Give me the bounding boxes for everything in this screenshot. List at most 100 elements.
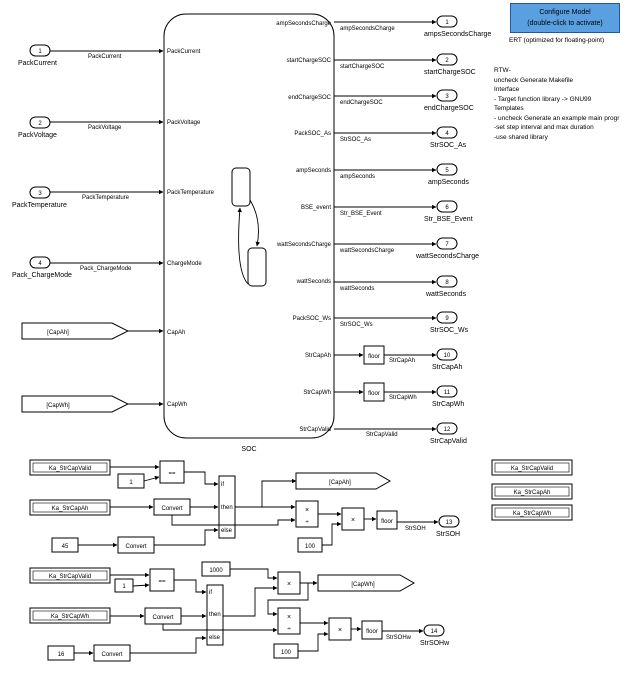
outport-block[interactable] [436, 200, 458, 213]
inport-block[interactable] [29, 44, 51, 57]
outport-8: wattSeconds wattSeconds 8 wattSeconds [296, 275, 467, 298]
outport-block[interactable] [436, 126, 458, 139]
floor-block[interactable] [376, 510, 398, 530]
outport-name: StrSOC_As [430, 142, 467, 149]
from-block[interactable] [29, 459, 111, 476]
inport-4: 4 Pack_ChargeMode Pack_ChargeMode Charge… [12, 256, 202, 279]
chart-port-label: CapWh [167, 402, 187, 408]
signal-label: StrSOHw [386, 635, 412, 641]
soc-chart-block[interactable] [163, 13, 335, 439]
signal-label: StrCapWh [389, 395, 417, 401]
svg-text:45: 45 [62, 544, 69, 550]
outport-name: endChargeSOC [424, 105, 474, 112]
outport-4: PackSOC_As StrSOC_As 4 StrSOC_As [294, 126, 467, 149]
svg-text:Ka_StrCapValid: Ka_StrCapValid [49, 574, 91, 580]
inport-1: 1 PackCurrent PackCurrent PackCurrent [18, 44, 201, 67]
svg-text:Convert: Convert [161, 506, 182, 512]
chart-port-label: PackTemperature [167, 190, 215, 196]
outport-block[interactable] [436, 348, 458, 361]
outport-block[interactable] [436, 311, 458, 324]
outport-name: StrSOC_Ws [430, 327, 469, 334]
note-line: -set step interval and max duration [494, 124, 594, 131]
svg-text:×: × [351, 517, 355, 524]
signal-label: PackTemperature [82, 195, 130, 201]
chart-port-label: startChargeSOC [287, 58, 332, 64]
outport-block[interactable] [423, 624, 445, 637]
svg-text:Ka_StrCapWh: Ka_StrCapWh [51, 614, 89, 620]
goto-ka-strcapah: Ka_StrCapAh [491, 483, 573, 500]
outport-name: StrCapValid [430, 438, 467, 445]
goto-capah-block[interactable] [295, 472, 392, 490]
from-block[interactable] [29, 607, 111, 624]
svg-text:÷: ÷ [287, 626, 291, 633]
configure-model-button[interactable]: Configure Model (double-click to activat… [510, 3, 620, 33]
outport-10: StrCapAh floor StrCapAh 10 StrCapAh [305, 345, 462, 371]
signal-label: startChargeSOC [340, 64, 385, 70]
svg-text:[CapWh]: [CapWh] [351, 582, 375, 588]
outport-block[interactable] [436, 237, 458, 250]
constant-block[interactable] [114, 578, 134, 593]
from-block[interactable] [29, 499, 111, 516]
svg-text:10: 10 [444, 353, 451, 359]
svg-text:[CapWh]: [CapWh] [46, 403, 70, 409]
floor-block[interactable] [361, 620, 383, 640]
outport-block[interactable] [436, 163, 458, 176]
outport-name: Str_BSE_Event [424, 216, 473, 223]
outport-block[interactable] [436, 15, 458, 28]
inport-block[interactable] [29, 256, 51, 269]
chart-port-label: ampSeconds [296, 168, 331, 174]
svg-text:then: then [209, 612, 221, 618]
goto-capwh-block[interactable] [317, 574, 416, 592]
svg-text:Ka_StrCapValid: Ka_StrCapValid [511, 466, 553, 472]
svg-text:7: 7 [445, 242, 449, 248]
svg-text:4: 4 [38, 261, 42, 267]
outport-block[interactable] [436, 385, 458, 398]
outport-block[interactable] [436, 422, 458, 435]
svg-text:Ka_StrCapValid: Ka_StrCapValid [49, 466, 91, 472]
chart-port-label: ampSecondsCharge [276, 21, 331, 27]
from-block[interactable] [29, 567, 111, 584]
svg-text:3: 3 [38, 191, 42, 197]
inport-block[interactable] [29, 116, 51, 129]
svg-text:Ka_StrCapAh: Ka_StrCapAh [52, 506, 89, 512]
note-line: Interface [494, 86, 520, 93]
from-capah: [CapAh] CapAh [21, 322, 185, 340]
svg-text:floor: floor [368, 354, 380, 360]
svg-text:==: == [158, 579, 166, 585]
goto-ka-strcapwh: Ka_StrCapWh [491, 504, 573, 521]
stateflow-chart-icon [231, 167, 267, 287]
svg-text:×: × [287, 614, 291, 621]
svg-text:if: if [221, 482, 224, 488]
from-block[interactable] [21, 395, 130, 413]
outport-name: StrCapAh [432, 364, 462, 371]
svg-text:if: if [209, 590, 212, 596]
note-line: -use shared library [494, 133, 548, 141]
goto-block[interactable] [491, 483, 573, 500]
from-block[interactable] [21, 322, 130, 340]
svg-text:1: 1 [129, 480, 133, 486]
svg-text:1: 1 [38, 49, 42, 55]
signal-label: PackVoltage [88, 125, 122, 131]
outport-block[interactable] [436, 89, 458, 102]
chart-port-label: PackVoltage [167, 120, 201, 126]
outport-block[interactable] [436, 275, 458, 288]
inport-block[interactable] [29, 186, 51, 199]
signal-label: PackCurrent [88, 54, 122, 60]
signal-label: StrCapValid [366, 432, 398, 438]
outport-name: startChargeSOC [424, 69, 476, 76]
svg-text:2: 2 [38, 121, 42, 127]
outport-block[interactable] [438, 515, 460, 528]
svg-text:16: 16 [58, 652, 65, 658]
note-line: RTW- [494, 67, 511, 74]
inport-name: PackVoltage [18, 132, 57, 139]
svg-text:3: 3 [445, 94, 449, 100]
signal-label: StrCapAh [389, 358, 415, 364]
outport-block[interactable] [436, 53, 458, 66]
goto-block[interactable] [491, 459, 573, 476]
goto-block[interactable] [491, 504, 573, 521]
divide-block[interactable] [277, 607, 301, 635]
svg-text:Ka_StrCapWh: Ka_StrCapWh [513, 511, 551, 517]
chart-port-label: StrCapAh [305, 353, 331, 359]
chart-port-label: PackSOC_As [294, 131, 331, 137]
